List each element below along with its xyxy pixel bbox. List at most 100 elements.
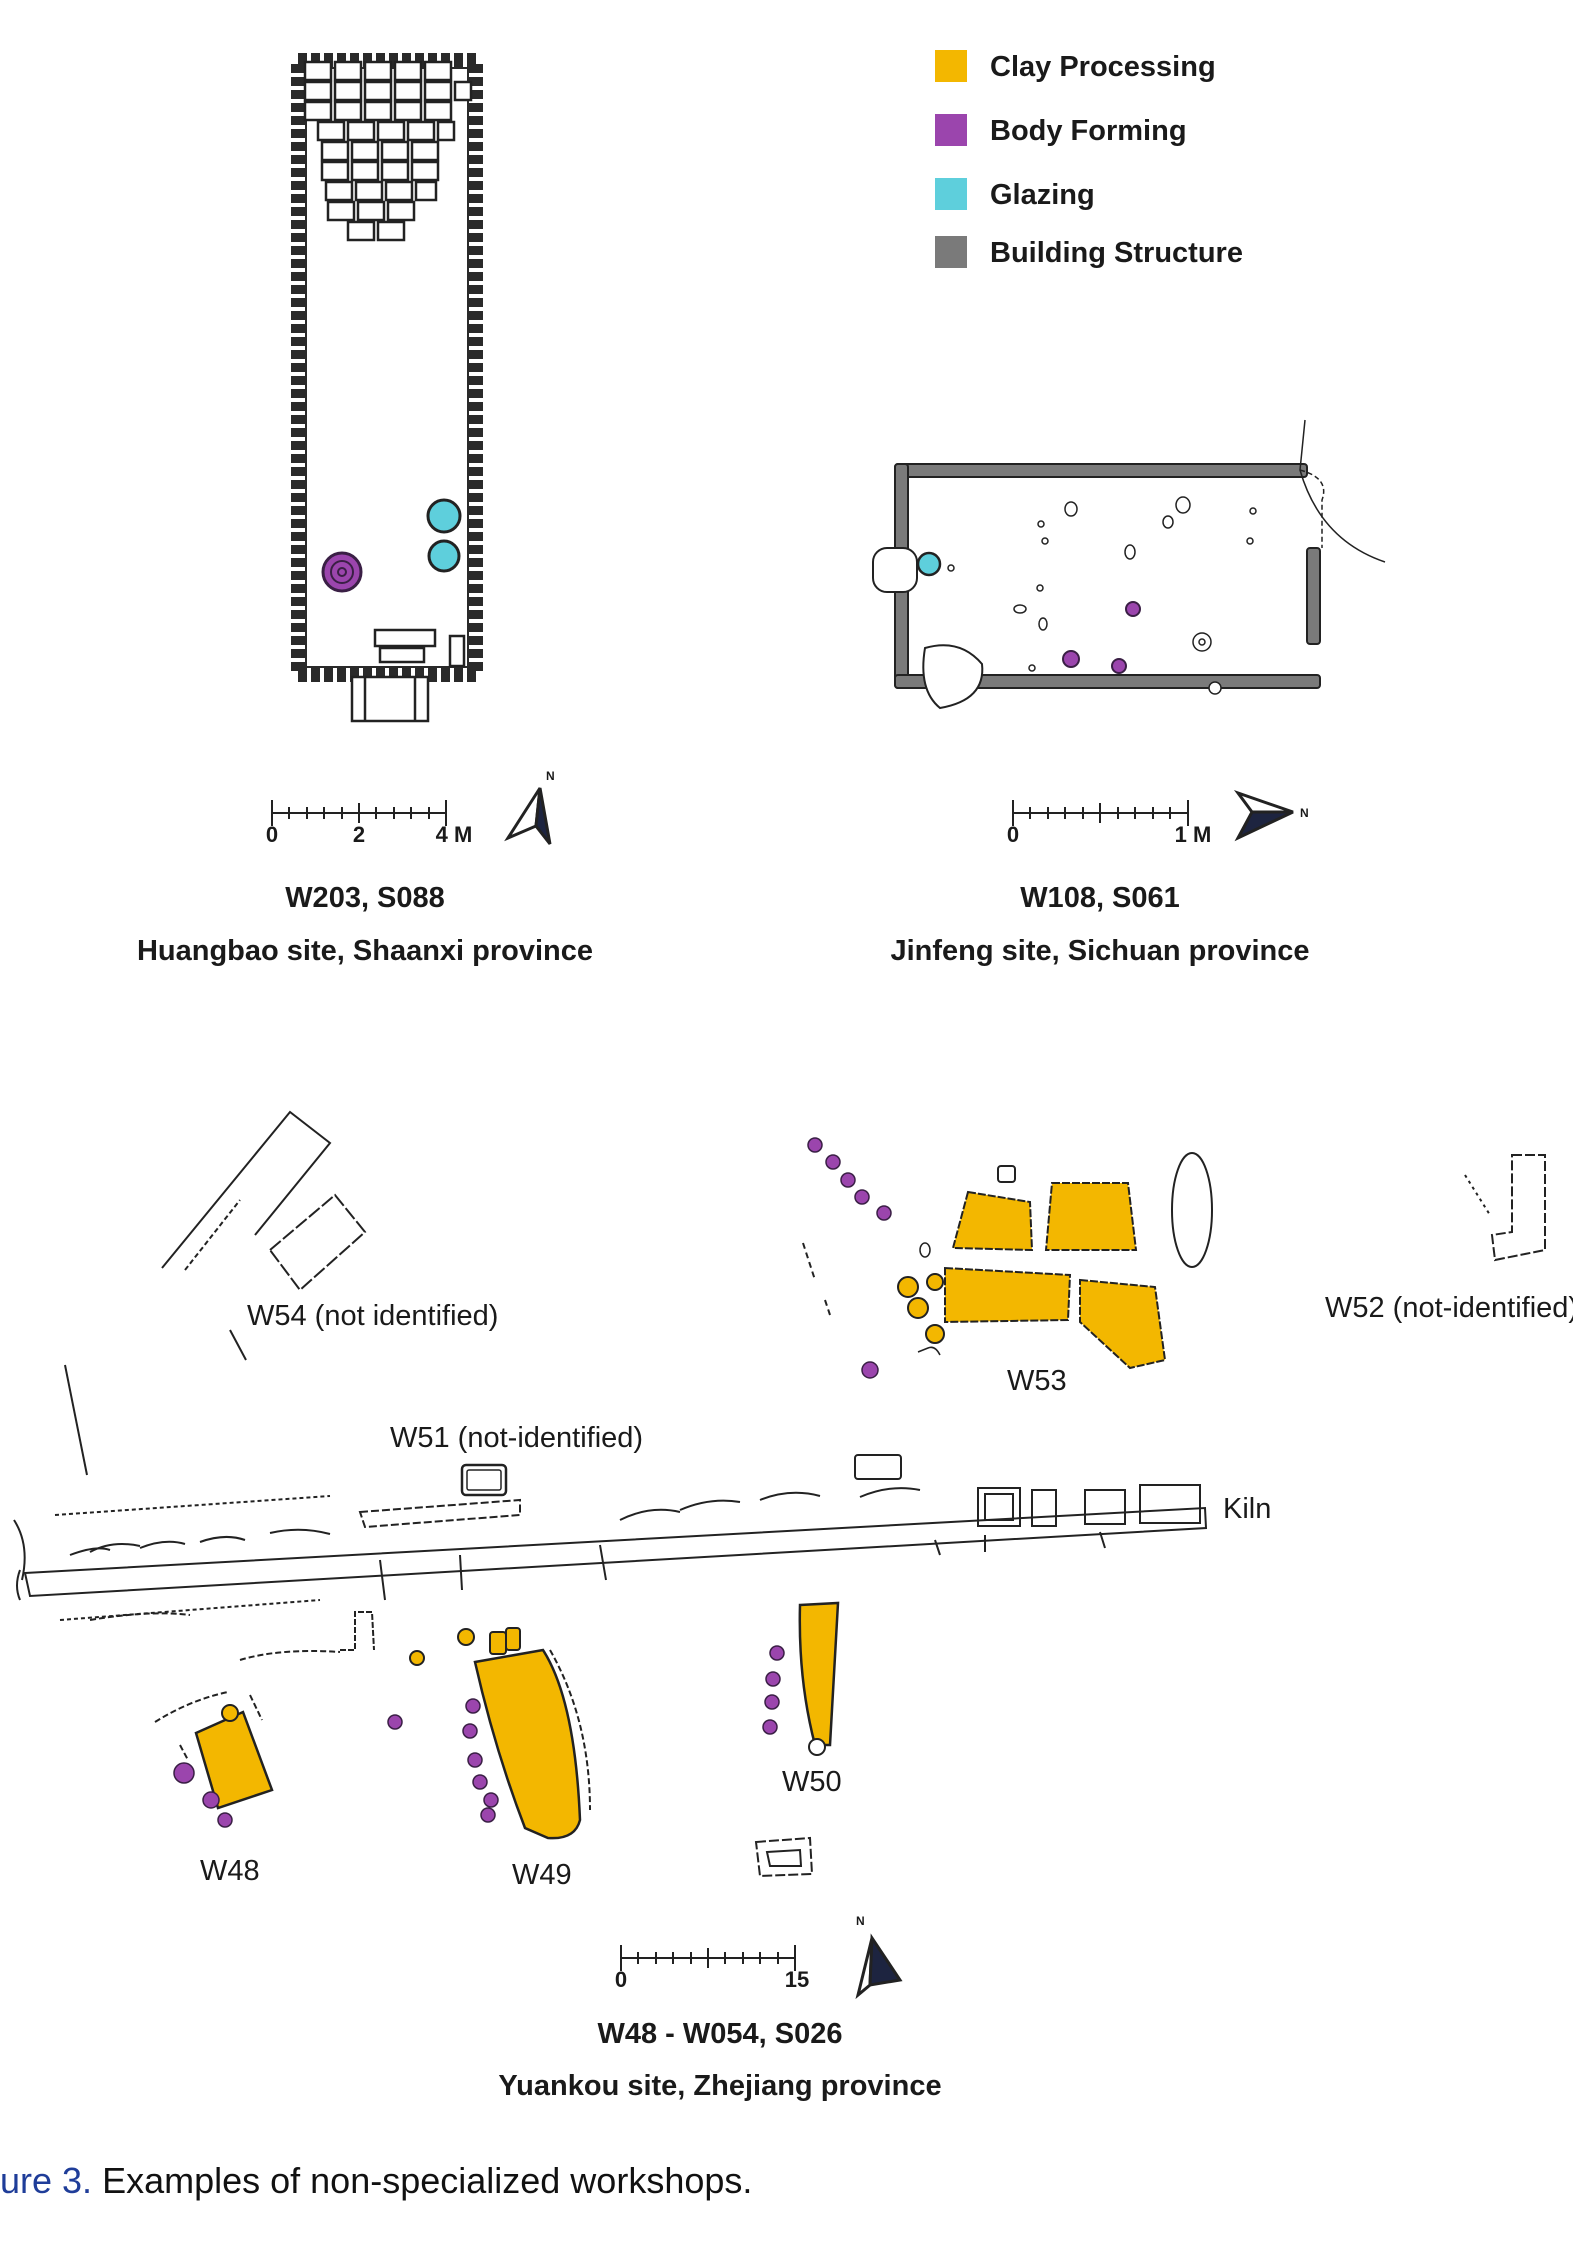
yuankou-north-arrow-icon: N xyxy=(855,1914,903,2000)
yuankou-w48-group xyxy=(154,1691,274,1828)
yuankou-w50-pit xyxy=(808,1738,826,1756)
yuankou-w51-structure-inner xyxy=(466,1469,502,1491)
jinfeng-ditch-line xyxy=(1299,419,1386,563)
legend-label-body-forming: Body Forming xyxy=(990,115,1187,147)
yuankou-w52-label: W52 (not-identified) xyxy=(1325,1292,1573,1324)
jinfeng-wall-east xyxy=(1306,547,1321,645)
yuankou-title: W48 - W054, S026 xyxy=(598,2018,843,2050)
yuankou-w52-outline xyxy=(1464,1154,1546,1262)
huangbao-entrance xyxy=(350,628,466,723)
yuankou-w48-forming-pits xyxy=(173,1762,233,1828)
yuankou-w50-group xyxy=(762,1601,840,1756)
yuankou-w49-clay-pit xyxy=(473,1648,582,1840)
yuankou-w48-trace xyxy=(154,1691,263,1761)
jinfeng-scale-0: 0 xyxy=(1007,822,1019,847)
yuankou-w50-forming-pits xyxy=(762,1645,785,1735)
yuankou-w53-trace xyxy=(802,1242,831,1316)
jinfeng-dashed-outline xyxy=(1299,469,1325,548)
jinfeng-forming-pit-3 xyxy=(1111,658,1127,674)
jinfeng-title: W108, S061 xyxy=(1020,882,1180,914)
yuankou-w51-structure xyxy=(460,1463,508,1497)
yuankou-w49-group xyxy=(387,1627,591,1840)
yuankou-w49-trace xyxy=(549,1649,591,1811)
yuankou-w53-clay-pit-7 xyxy=(926,1273,944,1291)
jinfeng-scale-bar xyxy=(1012,800,1189,826)
yuankou-w48-clay-pit-small xyxy=(221,1704,239,1722)
yuankou-w53-clay-pit-2 xyxy=(1044,1182,1138,1251)
huangbao-title: W203, S088 xyxy=(285,882,445,914)
legend-label-glazing: Glazing xyxy=(990,179,1095,211)
yuankou-w53-group xyxy=(802,1137,1213,1379)
huangbao-north-arrow-icon: N xyxy=(504,769,555,845)
huangbao-wall xyxy=(291,53,483,682)
yuankou-w53-label: W53 xyxy=(1007,1365,1067,1397)
yuankou-w53-small-pit xyxy=(997,1165,1016,1183)
yuankou-w53-clay-pit-3 xyxy=(944,1266,1072,1324)
yuankou-small-structure xyxy=(754,1836,814,1878)
yuankou-w49-clay-pit-small-3 xyxy=(457,1628,475,1646)
yuankou-w49-clay-pit-small-2 xyxy=(505,1627,521,1651)
yuankou-kiln-label: Kiln xyxy=(1223,1493,1271,1525)
panel-yuankou-plan: W54 (not identified) W52 (not-identified… xyxy=(13,1110,1573,2102)
panel-jinfeng-plan: 0 1 M N W108, S061 Jinfeng site, Sichuan… xyxy=(872,419,1386,967)
huangbao-tile-grid xyxy=(303,60,473,242)
yuankou-long-line xyxy=(64,1364,88,1476)
legend-swatch-building-structure xyxy=(935,236,967,268)
yuankou-w53-clay-pit-8 xyxy=(925,1324,945,1344)
yuankou-w54-label: W54 (not identified) xyxy=(247,1300,498,1332)
huangbao-potter-wheel xyxy=(321,551,363,593)
legend-swatch-clay-processing xyxy=(935,50,967,82)
jinfeng-north-arrow-icon: N xyxy=(1233,790,1309,842)
yuankou-scale-bar xyxy=(620,1945,796,1971)
yuankou-w49-clay-pit-small-1 xyxy=(489,1631,507,1655)
yuankou-scale-0: 0 xyxy=(615,1967,627,1992)
yuankou-scale-15: 15 xyxy=(785,1967,809,1992)
legend: Clay Processing Body Forming Glazing Bui… xyxy=(935,50,1243,269)
jinfeng-forming-pit-2 xyxy=(1062,650,1080,668)
yuankou-w50-clay-pit xyxy=(798,1601,840,1747)
yuankou-w54-outline xyxy=(161,1110,367,1361)
yuankou-w49-label: W49 xyxy=(512,1859,572,1891)
jinfeng-site: Jinfeng site, Sichuan province xyxy=(891,935,1310,967)
huangbao-potter-wheel-ring xyxy=(330,560,354,584)
figure-caption: ure 3. Examples of non-specialized works… xyxy=(0,2160,752,2202)
yuankou-w50-label: W50 xyxy=(782,1766,842,1798)
huangbao-glaze-vat-2 xyxy=(427,539,461,573)
jinfeng-forming-pit-1 xyxy=(1125,601,1141,617)
jinfeng-glaze-vat xyxy=(916,551,942,577)
huangbao-scale-2: 2 xyxy=(353,822,365,847)
legend-label-clay-processing: Clay Processing xyxy=(990,51,1216,83)
huangbao-scale-0: 0 xyxy=(266,822,278,847)
yuankou-w53-forming-pits xyxy=(807,1137,892,1379)
huangbao-north-label: N xyxy=(546,769,555,783)
yuankou-w53-clay-pit-1 xyxy=(951,1190,1034,1252)
yuankou-kiln xyxy=(13,1454,1208,1661)
yuankou-w53-trace-2 xyxy=(917,1346,941,1356)
yuankou-w53-clay-pit-6 xyxy=(907,1297,929,1319)
yuankou-w53-large-pit xyxy=(1171,1152,1213,1268)
huangbao-potter-wheel-center xyxy=(337,567,347,577)
yuankou-site: Yuankou site, Zhejiang province xyxy=(498,2070,941,2102)
huangbao-scale-4m: 4 M xyxy=(436,822,473,847)
jinfeng-wall-north xyxy=(894,463,1308,478)
figure-number: ure 3. xyxy=(0,2160,93,2201)
legend-swatch-glazing xyxy=(935,178,967,210)
huangbao-scale-bar xyxy=(271,800,447,826)
yuankou-w49-clay-pit-small-4 xyxy=(409,1650,425,1666)
huangbao-site: Huangbao site, Shaanxi province xyxy=(137,935,593,967)
huangbao-glaze-vat-1 xyxy=(426,498,462,534)
yuankou-w53-clay-pit-5 xyxy=(897,1276,919,1298)
legend-label-building-structure: Building Structure xyxy=(990,237,1243,269)
jinfeng-north-label: N xyxy=(1300,806,1309,820)
jinfeng-postholes xyxy=(947,496,1257,695)
yuankou-w53-clay-pit-4 xyxy=(1079,1278,1167,1370)
jinfeng-outer-pit xyxy=(872,547,918,593)
jinfeng-large-pit xyxy=(922,644,984,710)
yuankou-w48-label: W48 xyxy=(200,1855,260,1887)
yuankou-north-label: N xyxy=(856,1914,865,1928)
legend-swatch-body-forming xyxy=(935,114,967,146)
yuankou-w51-label: W51 (not-identified) xyxy=(390,1422,643,1454)
figure-caption-text: Examples of non-specialized workshops. xyxy=(92,2160,753,2201)
yuankou-w49-forming-pits xyxy=(387,1698,499,1823)
